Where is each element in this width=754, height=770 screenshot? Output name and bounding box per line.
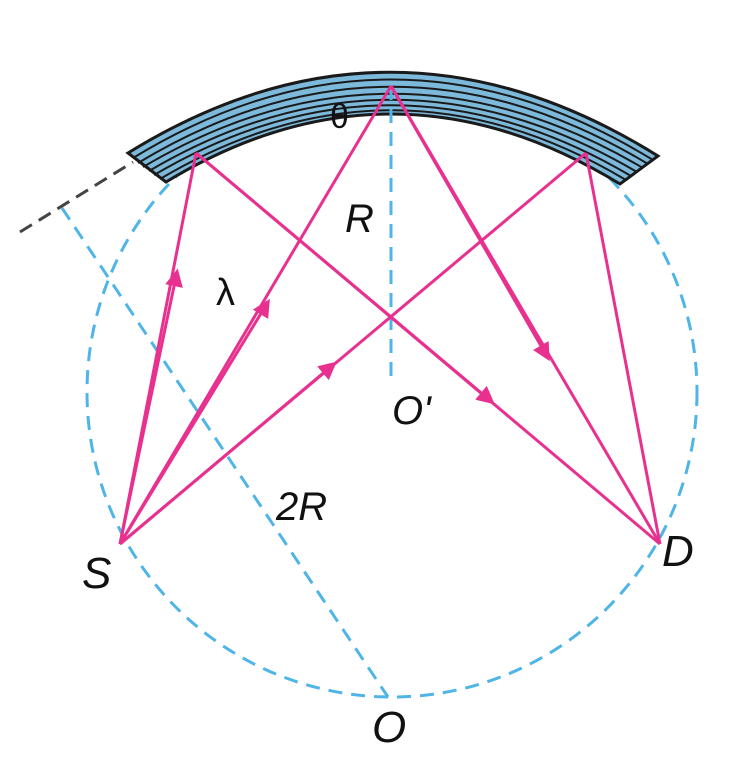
center-large-label: O [372,703,406,752]
ray-right-d-line [584,152,662,545]
wavelength-label: λ [216,272,235,314]
diameter-line [60,207,390,698]
center-small-label: O' [392,389,432,433]
curved-crystal [125,70,661,186]
radius-label: R [345,197,374,241]
tangent-line [19,160,134,234]
theta-label: θ [330,98,349,136]
arrow-left-d [195,151,495,405]
x-ray-paths [118,85,662,546]
arrow-s-left [118,268,183,545]
detector-label: D [662,527,694,576]
arrow-center-d [389,85,550,362]
source-label: S [82,549,111,598]
diameter-label: 2R [275,485,327,529]
arrow-s-center [118,298,270,545]
arrow-s-right [119,361,337,546]
